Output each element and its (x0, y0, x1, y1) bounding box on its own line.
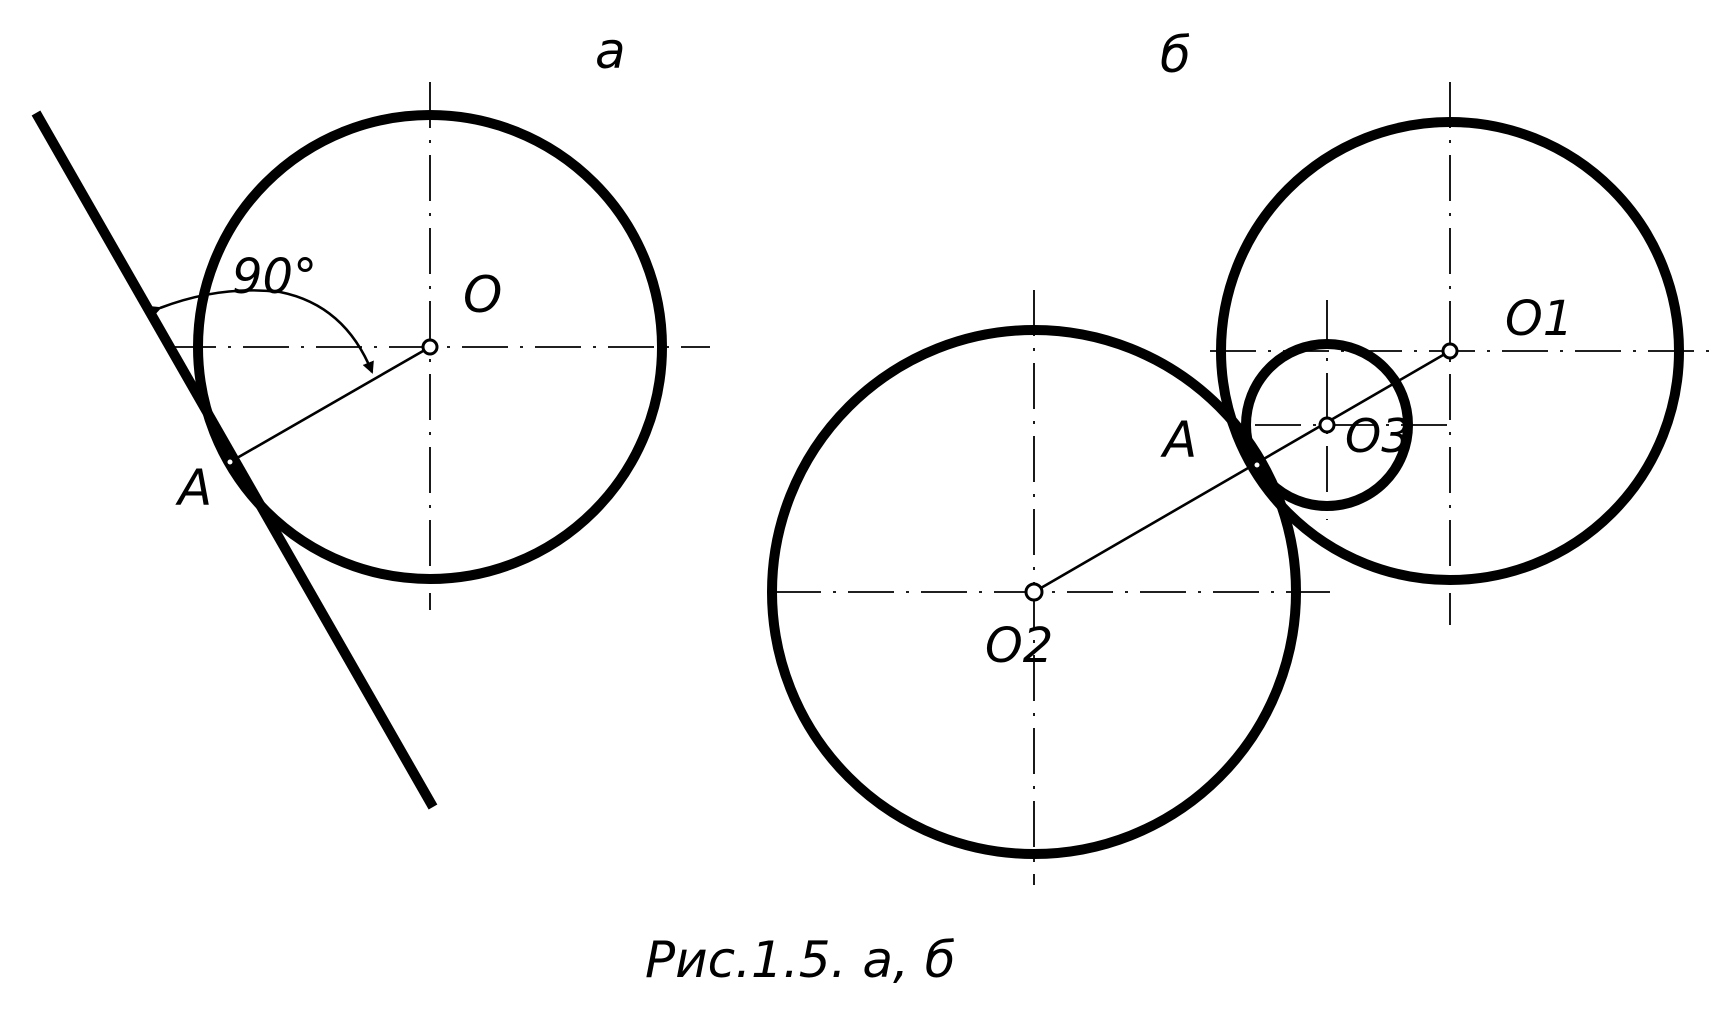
panel-b-centers-line (1033, 349, 1451, 594)
panel-b: б O1 O2 O3 A (767, 26, 1715, 885)
panel-b-circle-o3 (1241, 339, 1413, 511)
panel-b-o3-point (1318, 416, 1336, 434)
panel-a-tangent-point-label: A (175, 459, 212, 517)
panel-a-angle-arc (148, 289, 374, 374)
panel-b-o2-label: O2 (985, 618, 1053, 674)
panel-b-label: б (1160, 26, 1191, 84)
panel-b-o1-point (1441, 342, 1459, 360)
panel-b-circle-o2 (767, 325, 1301, 859)
panel-b-tangent-point (1251, 459, 1263, 471)
panel-b-o1-label: O1 (1505, 291, 1573, 347)
panel-a-radius (229, 345, 431, 464)
panel-b-o2-point (1024, 582, 1044, 602)
panel-b-tangent-point-label: A (1160, 411, 1197, 469)
panel-b-circle-o1 (1216, 117, 1684, 585)
panel-b-o3-label: O3 (1345, 409, 1410, 463)
panel-a-label: а (595, 22, 626, 80)
figure-caption: Рис.1.5. а, б (645, 931, 956, 989)
panel-a-center-label: O (463, 266, 502, 324)
panel-a-tangent-point (224, 456, 236, 468)
panel-a-angle-label: 90° (232, 249, 317, 305)
panel-a: а O A 90° (31, 22, 710, 810)
panel-a-center-point (421, 338, 439, 356)
